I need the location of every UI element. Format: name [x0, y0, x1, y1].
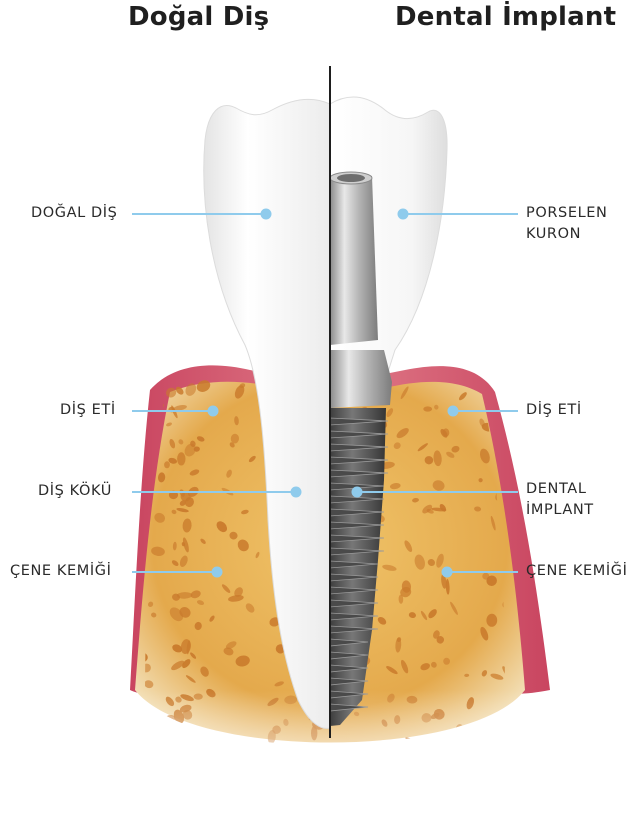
- label-porcelain-crown-line1: PORSELEN: [526, 203, 607, 224]
- label-porcelain-crown-line2: KURON: [526, 224, 607, 245]
- label-jaw-bone-left: ÇENE KEMİĞİ: [10, 561, 111, 582]
- leader-dot-jaw-left: [213, 568, 222, 577]
- label-gum-right: DİŞ ETİ: [526, 400, 582, 421]
- label-dental-implant-line1: DENTAL: [526, 479, 594, 500]
- label-gum-left: DİŞ ETİ: [60, 400, 116, 421]
- leader-dot-natural-tooth: [262, 210, 271, 219]
- leader-dot-gum-left: [209, 407, 218, 416]
- leader-dot-crown: [399, 210, 408, 219]
- label-root: DİŞ KÖKÜ: [38, 481, 112, 502]
- implant-abutment: [330, 176, 378, 345]
- label-dental-implant: DENTAL İMPLANT: [526, 479, 594, 521]
- leader-dot-gum-right: [449, 407, 458, 416]
- implant-collar: [330, 350, 392, 408]
- label-natural-tooth: DOĞAL DİŞ: [31, 203, 117, 224]
- label-jaw-bone-right: ÇENE KEMİĞİ: [526, 561, 627, 582]
- leader-dot-root: [292, 488, 301, 497]
- leader-dot-jaw-right: [443, 568, 452, 577]
- leader-dot-implant: [353, 488, 362, 497]
- label-porcelain-crown: PORSELEN KURON: [526, 203, 607, 245]
- label-dental-implant-line2: İMPLANT: [526, 500, 594, 521]
